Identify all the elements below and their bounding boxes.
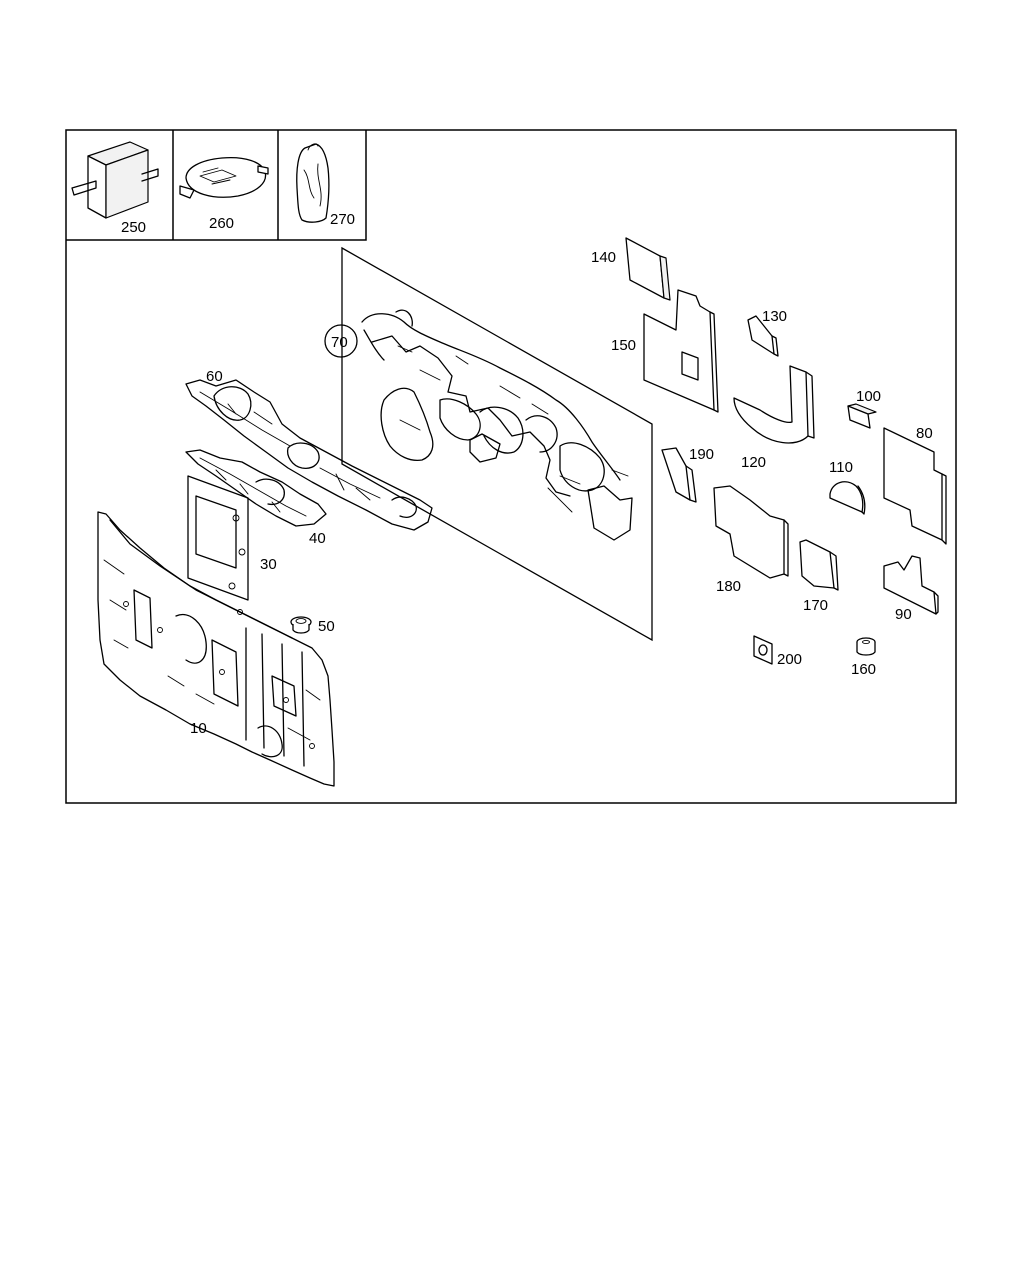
part-40-illustration xyxy=(185,449,327,527)
callout-30: 30 xyxy=(260,556,277,573)
callout-110: 110 xyxy=(829,459,853,476)
part-130-illustration xyxy=(747,315,779,357)
part-10-illustration xyxy=(97,511,335,787)
part-60-illustration xyxy=(185,379,433,531)
part-100-illustration xyxy=(847,403,877,429)
part-80-illustration xyxy=(883,427,947,545)
part-180-illustration xyxy=(713,485,789,579)
part-120-illustration xyxy=(733,365,815,444)
callout-60: 60 xyxy=(206,368,223,385)
callout-170: 170 xyxy=(803,597,828,614)
part-150-illustration xyxy=(643,289,719,413)
part-260-illustration xyxy=(179,156,269,199)
callout-120: 120 xyxy=(741,454,766,471)
part-200-illustration xyxy=(753,635,773,665)
part-250-illustration xyxy=(71,141,159,219)
part-30-illustration xyxy=(187,475,249,601)
callout-190: 190 xyxy=(689,446,714,463)
callout-270: 270 xyxy=(330,211,355,228)
callout-80: 80 xyxy=(916,425,933,442)
callout-70: 70 xyxy=(331,334,348,351)
callout-70-circle xyxy=(324,324,358,358)
diagram-frame xyxy=(65,129,957,804)
callout-200: 200 xyxy=(777,651,802,668)
callout-10: 10 xyxy=(190,720,207,737)
part-90-illustration xyxy=(883,555,939,615)
callout-90: 90 xyxy=(895,606,912,623)
callout-130: 130 xyxy=(762,308,787,325)
part-270-illustration xyxy=(296,143,330,223)
part-110-illustration xyxy=(829,481,866,515)
callout-150: 150 xyxy=(611,337,636,354)
callout-50: 50 xyxy=(318,618,335,635)
callout-250: 250 xyxy=(121,219,146,236)
kit-70-outline xyxy=(341,246,653,642)
part-190-illustration xyxy=(661,447,697,503)
part-70-illustration xyxy=(361,309,633,541)
callout-180: 180 xyxy=(716,578,741,595)
part-50-illustration xyxy=(290,616,312,634)
callout-140: 140 xyxy=(591,249,616,266)
callout-100: 100 xyxy=(856,388,881,405)
inset-box-frame xyxy=(66,130,367,241)
callout-260: 260 xyxy=(209,215,234,232)
part-140-illustration xyxy=(625,237,671,301)
part-160-illustration xyxy=(856,637,876,656)
callout-160: 160 xyxy=(851,661,876,678)
part-170-illustration xyxy=(799,539,839,591)
callout-40: 40 xyxy=(309,530,326,547)
